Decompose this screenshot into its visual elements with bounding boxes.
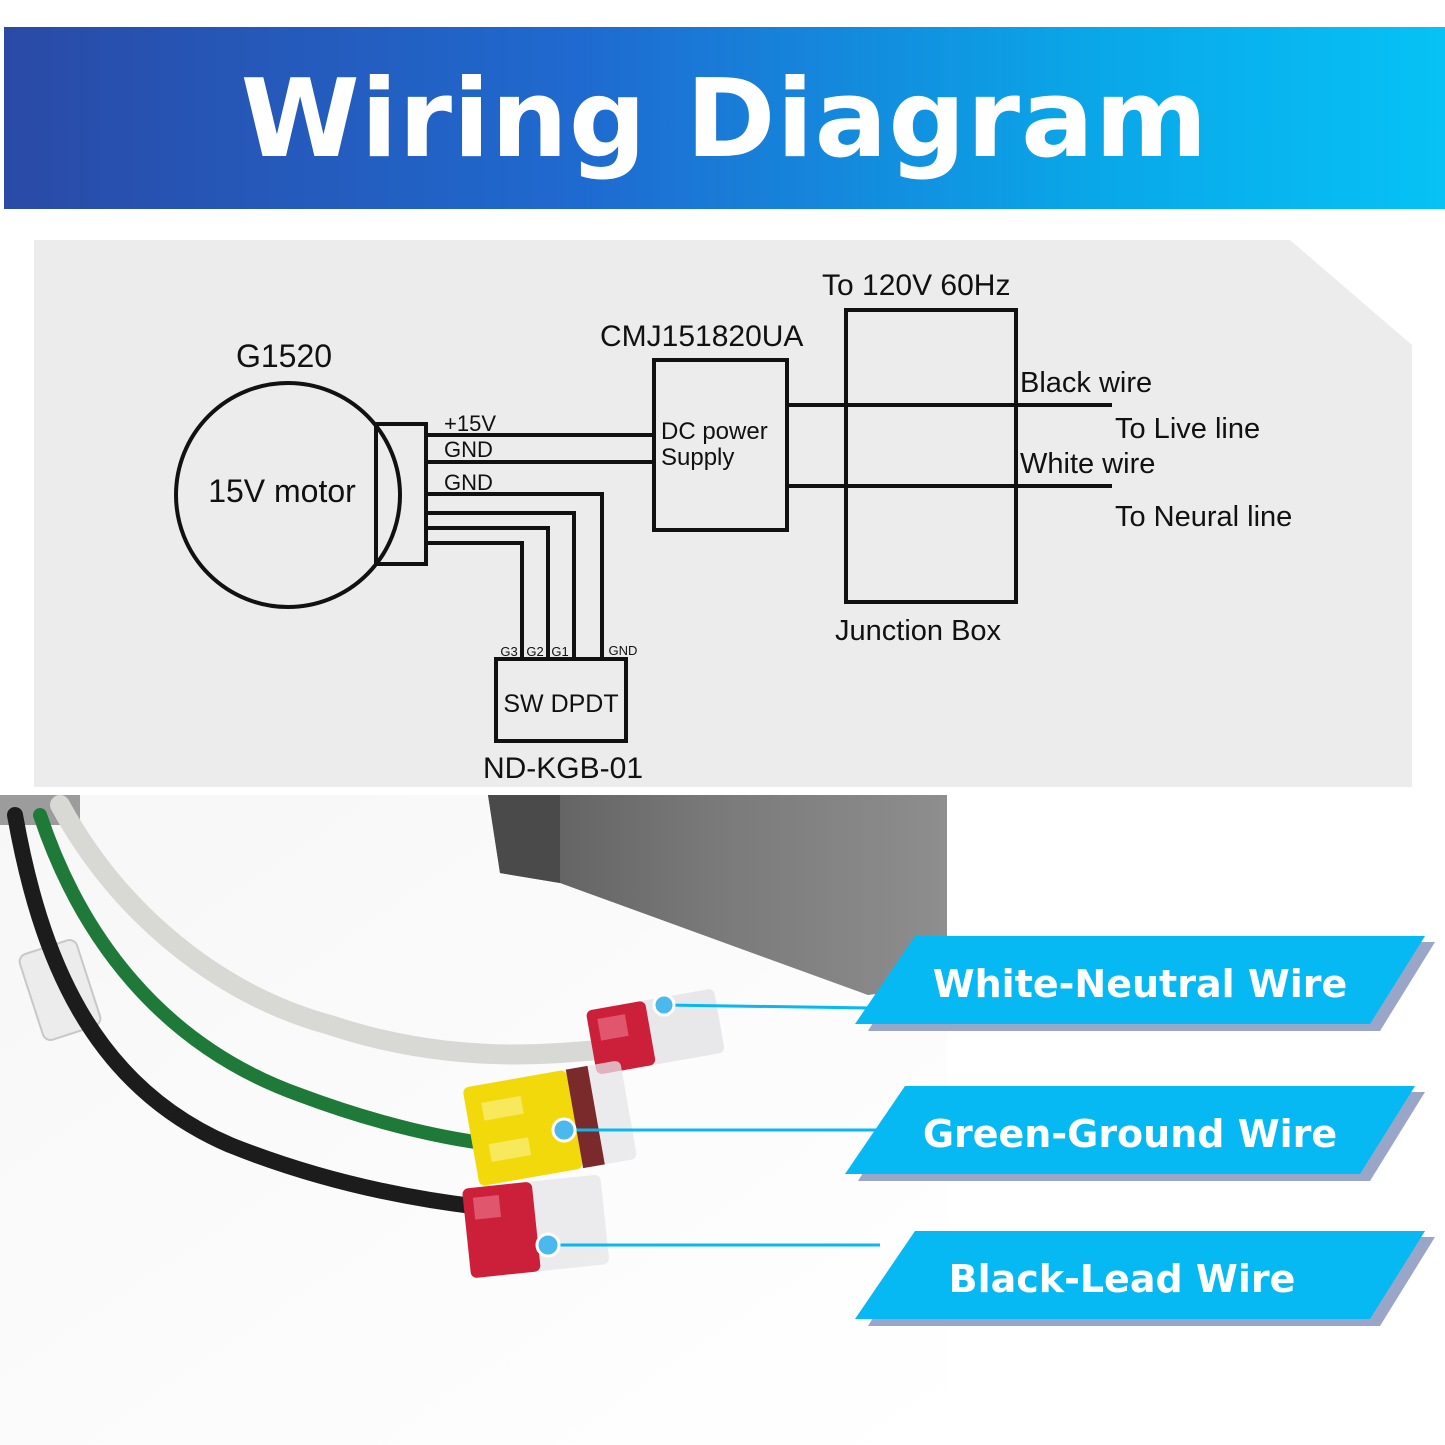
psu-label-line1: DC power bbox=[661, 418, 768, 445]
callout-black-lead-label: Black-Lead Wire bbox=[948, 1257, 1296, 1301]
wire-gnd-switch bbox=[426, 492, 604, 659]
wire-g3 bbox=[426, 541, 524, 659]
pointer-line-white bbox=[663, 1003, 871, 1010]
metal-enclosure bbox=[488, 795, 947, 995]
white-wire-label: White wire bbox=[1020, 448, 1155, 480]
wiring-schematic: G1520 15V motor +15V GND GND CMJ151820UA… bbox=[34, 240, 1412, 787]
pointer-dot-black bbox=[535, 1232, 561, 1258]
psu-label-line2: Supply bbox=[661, 444, 734, 471]
callout-green-ground-label: Green-Ground Wire bbox=[922, 1112, 1338, 1156]
black-wire-label: Black wire bbox=[1020, 367, 1152, 399]
psu-box bbox=[652, 358, 789, 532]
callout-green-ground: Green-Ground Wire bbox=[840, 1086, 1440, 1186]
title-banner: Wiring Diagram bbox=[4, 27, 1445, 209]
live-line-label: To Live line bbox=[1115, 413, 1260, 445]
junction-box bbox=[844, 308, 1018, 604]
junction-box-label: Junction Box bbox=[835, 615, 1002, 647]
wire-g2 bbox=[426, 526, 550, 659]
motor-label: 15V motor bbox=[208, 473, 356, 509]
page-title: Wiring Diagram bbox=[240, 57, 1209, 182]
switch-pin-gnd: GND bbox=[609, 643, 638, 658]
pointer-dot-white bbox=[652, 993, 676, 1017]
pointer-dot-green bbox=[551, 1117, 577, 1143]
wire-gnd2-label: GND bbox=[444, 470, 493, 495]
red-connector-top bbox=[586, 989, 725, 1074]
switch-pin-g1: G1 bbox=[551, 644, 568, 659]
callout-white-neutral-label: White-Neutral Wire bbox=[932, 962, 1348, 1006]
switch-pin-g2: G2 bbox=[526, 644, 543, 659]
switch-pin-g3: G3 bbox=[500, 644, 517, 659]
neutral-line-label: To Neural line bbox=[1115, 501, 1292, 533]
switch-box bbox=[494, 657, 628, 743]
motor-model-label: G1520 bbox=[236, 338, 332, 374]
wire-plus15v-label: +15V bbox=[444, 411, 496, 436]
wire-gnd1-label: GND bbox=[444, 437, 493, 462]
callout-black-lead: Black-Lead Wire bbox=[840, 1231, 1440, 1331]
switch-label: SW DPDT bbox=[503, 690, 618, 718]
mains-label: To 120V 60Hz bbox=[822, 269, 1010, 302]
diagram-panel bbox=[34, 240, 1412, 787]
black-wire bbox=[7, 807, 488, 1215]
motor-circle bbox=[174, 381, 402, 609]
white-wire bbox=[50, 795, 610, 1065]
psu-model-label: CMJ151820UA bbox=[600, 320, 803, 353]
callout-white-neutral: White-Neutral Wire bbox=[840, 936, 1440, 1036]
green-wire bbox=[33, 808, 507, 1152]
connector-photo bbox=[0, 795, 947, 1445]
switch-model-label: ND-KGB-01 bbox=[483, 752, 643, 785]
wire-g1 bbox=[426, 511, 576, 659]
red-connector-bottom bbox=[462, 1174, 609, 1278]
